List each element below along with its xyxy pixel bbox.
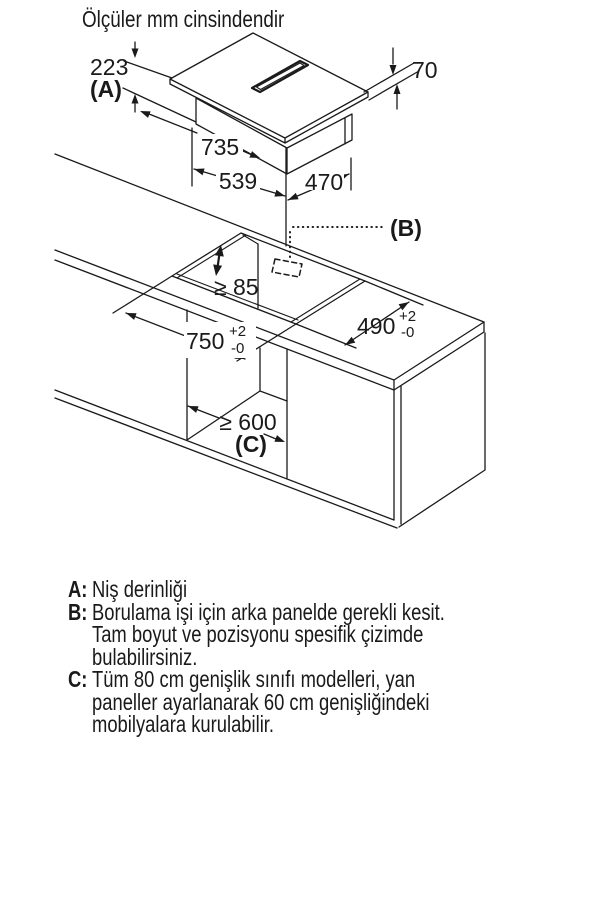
- worktop-front-edges: [54, 249, 395, 391]
- legend-label-B: B:: [68, 598, 88, 625]
- legend-text-B: Borulama işi için arka panelde gerekli k…: [92, 598, 445, 670]
- technical-drawing: 223 (A) 735 70 539 470: [54, 32, 486, 529]
- dim-min600: ≥ 600: [219, 409, 276, 435]
- cabinet-bottom-edges: [54, 389, 398, 529]
- dim-735: 735: [201, 134, 239, 160]
- dimension-735: 735: [140, 111, 260, 160]
- back-panel-cutout-dashed-rect: [271, 258, 303, 278]
- legend-label-C: C:: [68, 666, 88, 692]
- worktop-back-edge: [54, 153, 485, 323]
- B-leader-dotted: [289, 226, 387, 258]
- dim-223: 223: [90, 54, 128, 80]
- dim-490-tol-minus: -0: [401, 324, 414, 341]
- dim-750: 750: [186, 328, 224, 354]
- cabinet-right-side: [393, 332, 486, 528]
- dim-470: 470: [305, 169, 343, 195]
- dim-750-tol-plus: +2: [229, 323, 246, 340]
- dimension-539-470: 539 470: [191, 127, 352, 247]
- dimension-223-A: 223 (A): [90, 41, 197, 123]
- legend-item-C: C: Tüm 80 cm genişlik sınıfı modelleri, …: [68, 668, 564, 736]
- dimension-490: 490 +2 -0: [295, 280, 424, 349]
- legend-text-A: Niş derinliği: [92, 576, 188, 602]
- dimension-70: 70: [363, 47, 438, 110]
- hob-rim: [169, 78, 369, 144]
- legend-item-A: A: Niş derinliği: [68, 578, 564, 601]
- hob-glass-top: [169, 32, 369, 139]
- legend: A: Niş derinliği B: Borulama işi için ar…: [68, 578, 564, 736]
- legend-text-C: Tüm 80 cm genişlik sınıfı modelleri, yan…: [92, 666, 430, 737]
- niche-interior: [186, 347, 288, 441]
- dimension-min600-C: ≥ 600 (C): [187, 405, 285, 457]
- label-C: (C): [235, 431, 267, 457]
- cutout-B-marker: (B): [271, 215, 422, 278]
- hob-isometric-view: [169, 32, 369, 175]
- dim-539: 539: [219, 168, 257, 194]
- dim-min85: ≥ 85: [214, 274, 259, 300]
- legend-item-B: B: Borulama işi için arka panelde gerekl…: [68, 598, 564, 670]
- page-title: Ölçüler mm cinsindendir: [82, 6, 285, 32]
- vent-slot-icon: [250, 59, 310, 94]
- legend-label-A: A:: [68, 576, 88, 602]
- dim-750-tol-minus: -0: [231, 340, 244, 357]
- dimension-min85: ≥ 85: [213, 245, 259, 300]
- label-A: (A): [90, 76, 122, 102]
- cutout-inner-ledges: [176, 234, 361, 323]
- dim-490: 490: [357, 313, 395, 339]
- dim-70: 70: [412, 57, 438, 83]
- vent-slot-inner: [255, 62, 305, 91]
- label-B: (B): [390, 215, 422, 241]
- worktop-cutout: [171, 232, 366, 325]
- dimension-750: 750 +2 -0: [112, 275, 297, 362]
- dim-490-tol-plus: +2: [399, 308, 416, 325]
